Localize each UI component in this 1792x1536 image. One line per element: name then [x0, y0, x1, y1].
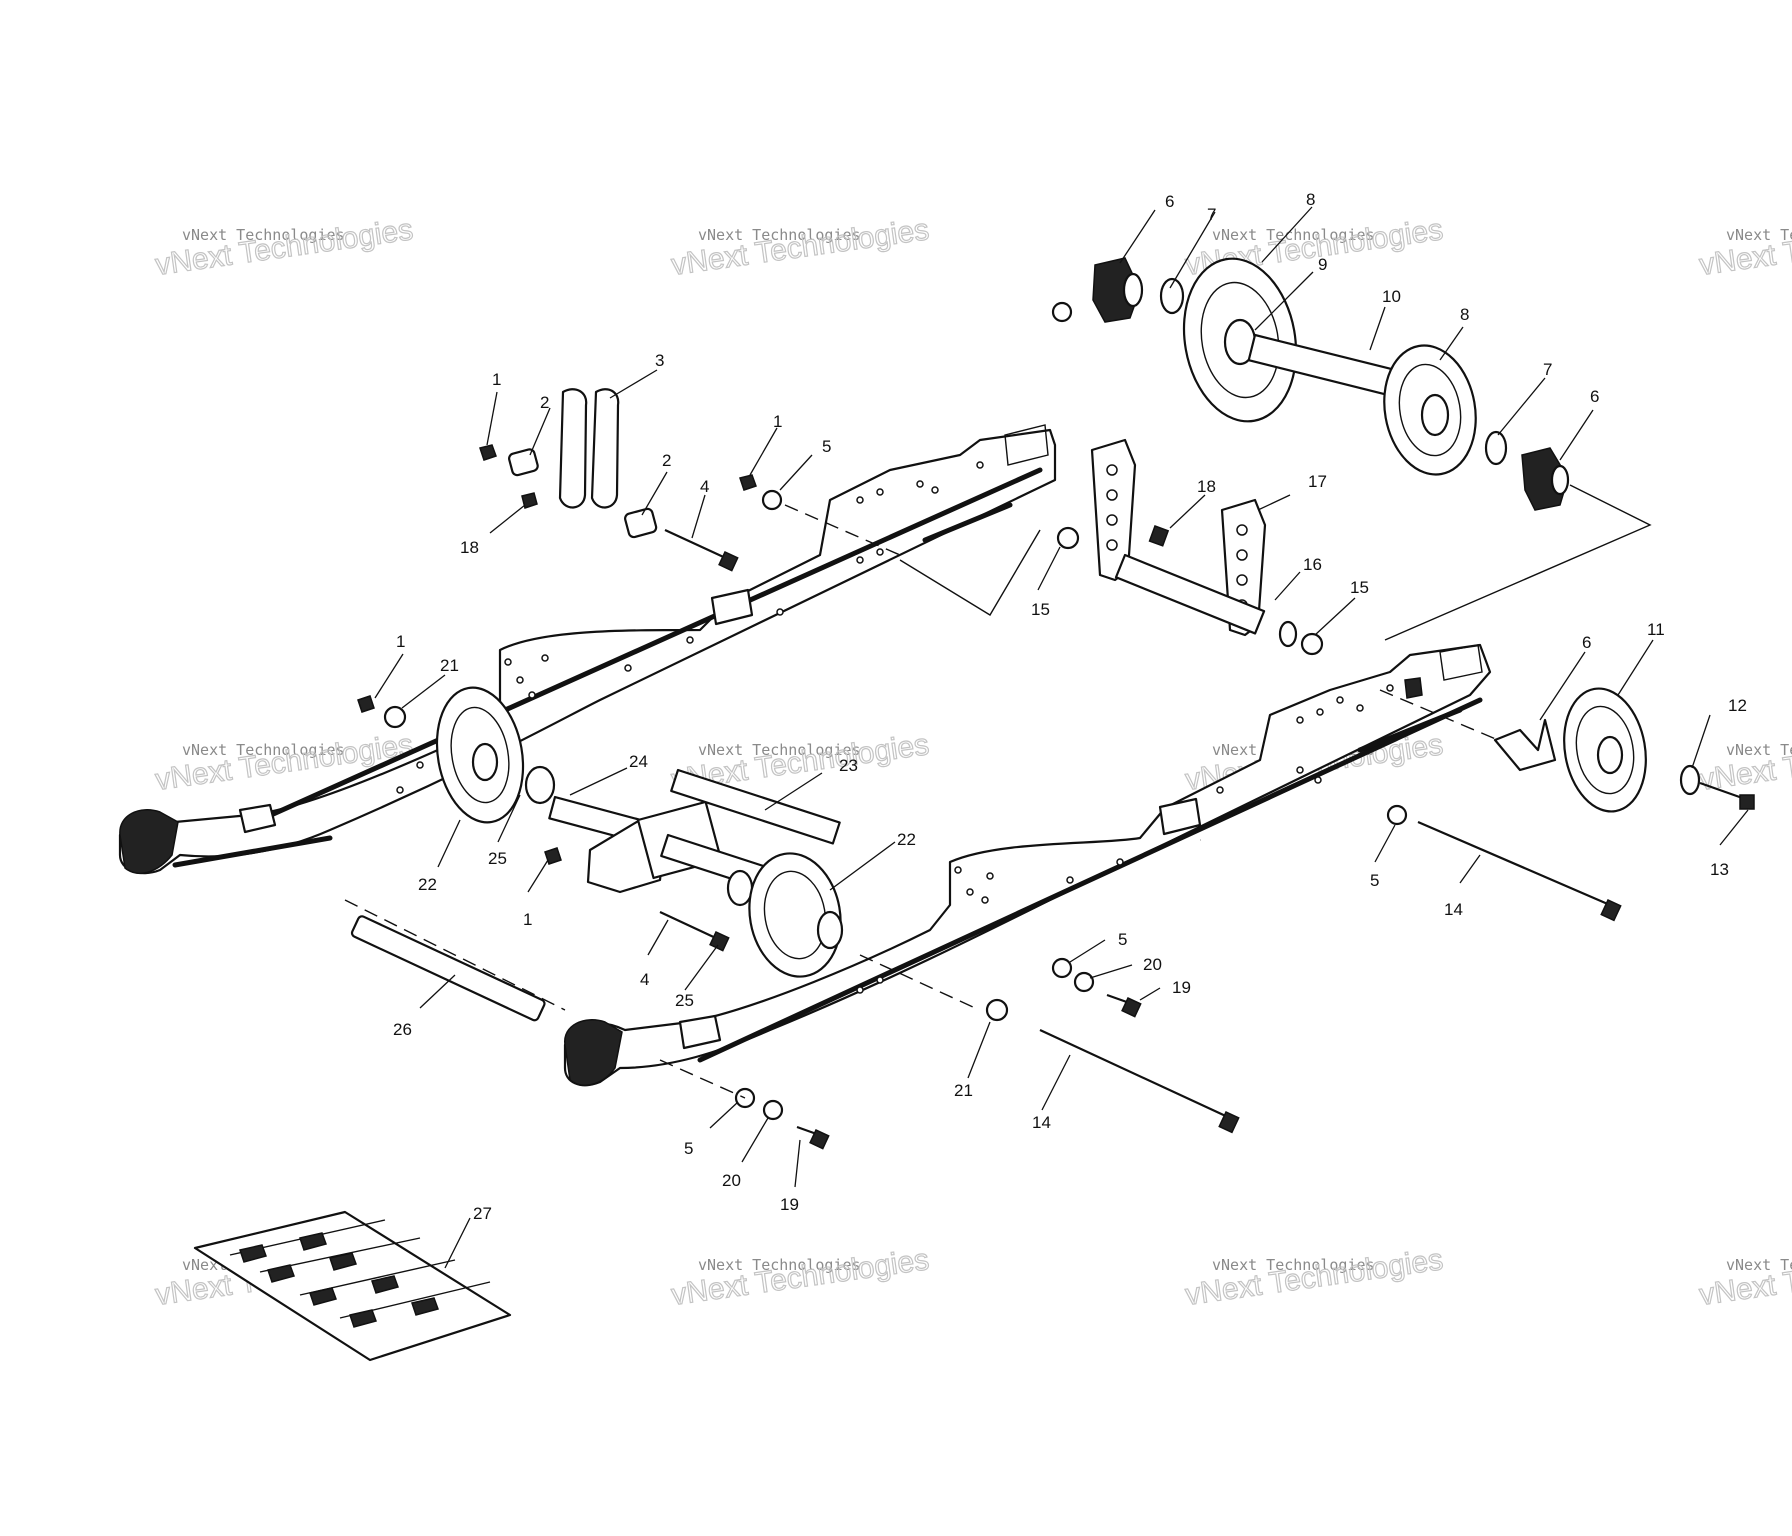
watermark-line2: vNext Technologies	[669, 1243, 931, 1312]
callout-10: 10	[1382, 287, 1401, 306]
watermark-line2: vNext Technologies	[1697, 1243, 1792, 1312]
watermark-line1: vNext Technologies	[182, 741, 345, 759]
callout-7: 7	[1543, 360, 1552, 379]
watermark: vNext Technologies vNext Technologies	[1697, 213, 1792, 283]
callout-11: 11	[1647, 620, 1665, 639]
callout-4: 4	[640, 970, 649, 989]
callout-17: 17	[1308, 472, 1327, 491]
watermark-line1: vNext Technologies	[1212, 226, 1375, 244]
watermark: vNext Technologies vNext Technologies	[1183, 1243, 1446, 1313]
callout-13: 13	[1710, 860, 1729, 879]
watermark-line1: vNext Technologies	[698, 1256, 861, 1274]
watermark: vNext Technologies vNext Technologies	[669, 213, 932, 283]
watermark-line1: vNext Technologies	[1726, 1256, 1792, 1274]
watermark-line1: vNext Technologies	[1726, 741, 1792, 759]
callout-27: 27	[473, 1204, 492, 1223]
callout-21: 21	[954, 1081, 973, 1100]
leader-lines	[374, 206, 1749, 1269]
callout-6: 6	[1590, 387, 1599, 406]
callout-9: 9	[1318, 255, 1327, 274]
callout-5: 5	[1118, 930, 1127, 949]
front-torque-arm	[899, 438, 1324, 656]
callout-2: 2	[540, 393, 549, 412]
callout-22: 22	[897, 830, 916, 849]
callout-5: 5	[684, 1139, 693, 1158]
callout-20: 20	[1143, 955, 1162, 974]
watermark: vNext Technologies vNext Technologies	[1697, 1243, 1792, 1313]
watermark-line1: vNext Technologies	[698, 741, 861, 759]
callout-7: 7	[1207, 205, 1216, 224]
cross-shafts	[344, 301, 1622, 1150]
callout-25: 25	[488, 849, 507, 868]
callout-6: 6	[1582, 633, 1591, 652]
watermark-line1: vNext Technologies	[698, 226, 861, 244]
callout-16: 16	[1303, 555, 1322, 574]
watermark-line2: vNext Technologies	[153, 213, 415, 282]
callout-25: 25	[675, 991, 694, 1010]
callout-15: 15	[1350, 578, 1369, 597]
callout-22: 22	[418, 875, 437, 894]
callout-1: 1	[396, 632, 405, 651]
idler-wheels	[357, 686, 1755, 978]
callout-labels: 6 7 8 9 10 8 7 6 1 2 3 18 2 4 1 5 18 17 …	[393, 190, 1747, 1223]
callout-5: 5	[822, 437, 831, 456]
callout-8: 8	[1460, 305, 1469, 324]
watermark-line1: vNext Technologies	[1212, 1256, 1375, 1274]
rear-axle-assembly	[1092, 257, 1652, 641]
callout-2: 2	[662, 451, 671, 470]
callout-1: 1	[492, 370, 501, 389]
left-slide-rail	[118, 424, 1057, 875]
callout-19: 19	[1172, 978, 1191, 997]
callout-8: 8	[1306, 190, 1315, 209]
watermark-line2: vNext Technologies	[1183, 1243, 1445, 1312]
callout-3: 3	[655, 351, 664, 370]
callout-18: 18	[460, 538, 479, 557]
callout-5: 5	[1370, 871, 1379, 890]
callout-21: 21	[440, 656, 459, 675]
callout-18: 18	[1197, 477, 1216, 496]
watermark: vNext Technologies vNext Technologies	[153, 213, 416, 283]
watermark-line1: vNext Technologies	[1726, 226, 1792, 244]
track-section	[193, 1210, 512, 1362]
callout-1: 1	[773, 412, 782, 431]
callout-4: 4	[700, 477, 709, 496]
watermark-line1: vNext Technologies	[182, 226, 345, 244]
callout-20: 20	[722, 1171, 741, 1190]
watermark-line2: vNext Technologies	[669, 213, 931, 282]
callout-19: 19	[780, 1195, 799, 1214]
right-slide-rail	[563, 643, 1492, 1087]
callout-14: 14	[1444, 900, 1463, 919]
upper-arm-hardware	[479, 388, 901, 572]
callout-14: 14	[1032, 1113, 1051, 1132]
callout-24: 24	[629, 752, 648, 771]
callout-26: 26	[393, 1020, 412, 1039]
callout-6: 6	[1165, 192, 1174, 211]
watermark: vNext Technologies vNext Technologies	[669, 1243, 932, 1313]
callout-23: 23	[839, 756, 858, 775]
callout-1: 1	[523, 910, 532, 929]
callout-12: 12	[1728, 696, 1747, 715]
watermark-line2: vNext Technologies	[1697, 213, 1792, 282]
callout-15: 15	[1031, 600, 1050, 619]
